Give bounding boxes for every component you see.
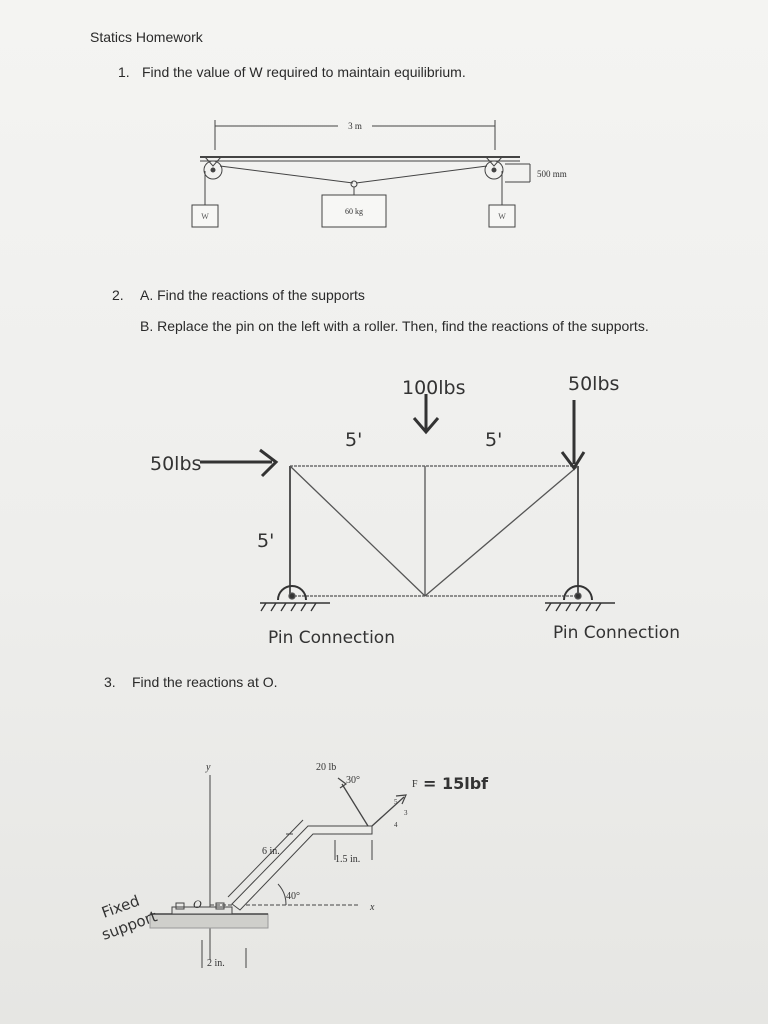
support-left-label: Pin Connection — [268, 628, 395, 648]
ratio-5-label: 5 — [394, 798, 398, 806]
question-2-part-b: B. Replace the pin on the left with a ro… — [140, 318, 649, 334]
load-left-label: 50lbs — [150, 453, 201, 475]
mass-label: 60 kg — [345, 207, 363, 216]
question-1-number: 1. — [118, 64, 130, 80]
figure-2-truss — [200, 394, 615, 612]
load-right-label: 50lbs — [568, 373, 619, 395]
question-2-number: 2. — [112, 287, 124, 303]
dim-2in-label: 2 in. — [207, 958, 225, 969]
page-header: Statics Homework — [90, 29, 203, 45]
dim-500mm-label: 500 mm — [537, 169, 567, 179]
dim-left-label: 5' — [345, 429, 362, 451]
dim-height-label: 5' — [257, 530, 274, 552]
figure-1-pulley-system — [191, 120, 531, 228]
force-20lb-label: 20 lb — [316, 762, 336, 773]
weight-left-label: W — [201, 212, 209, 221]
angle-30-label: 30° — [346, 775, 360, 786]
dim-right-label: 5' — [485, 429, 502, 451]
weight-right-label: W — [498, 212, 506, 221]
ratio-4-label: 4 — [394, 821, 398, 829]
point-O-label: O — [193, 897, 202, 911]
force-F-label: F — [412, 779, 418, 790]
dim-6in-label: 6 in. — [262, 846, 280, 857]
axis-y-label: y — [205, 762, 211, 773]
axis-x-label: x — [369, 902, 375, 913]
figure-3-bracket — [149, 775, 407, 968]
ratio-3-label: 3 — [404, 809, 408, 817]
question-3: 3. Find the reactions at O. — [104, 674, 278, 690]
question-3-number: 3. — [104, 674, 116, 690]
support-right-label: Pin Connection — [553, 623, 680, 643]
dim-3m-label: 3 m — [348, 121, 362, 131]
question-1: 1. Find the value of W required to mainta… — [118, 64, 466, 80]
force-F-value: = 15lbf — [423, 774, 489, 793]
load-center-label: 100lbs — [402, 377, 466, 399]
question-2-part-a: 2. A. Find the reactions of the supports — [112, 287, 365, 303]
question-3-text: Find the reactions at O. — [132, 674, 278, 690]
question-1-text: Find the value of W required to maintain… — [142, 64, 466, 80]
angle-40-label: 40° — [286, 891, 300, 902]
dim-1-5in-label: 1.5 in. — [335, 854, 360, 865]
question-2-text-a: A. Find the reactions of the supports — [140, 287, 365, 303]
